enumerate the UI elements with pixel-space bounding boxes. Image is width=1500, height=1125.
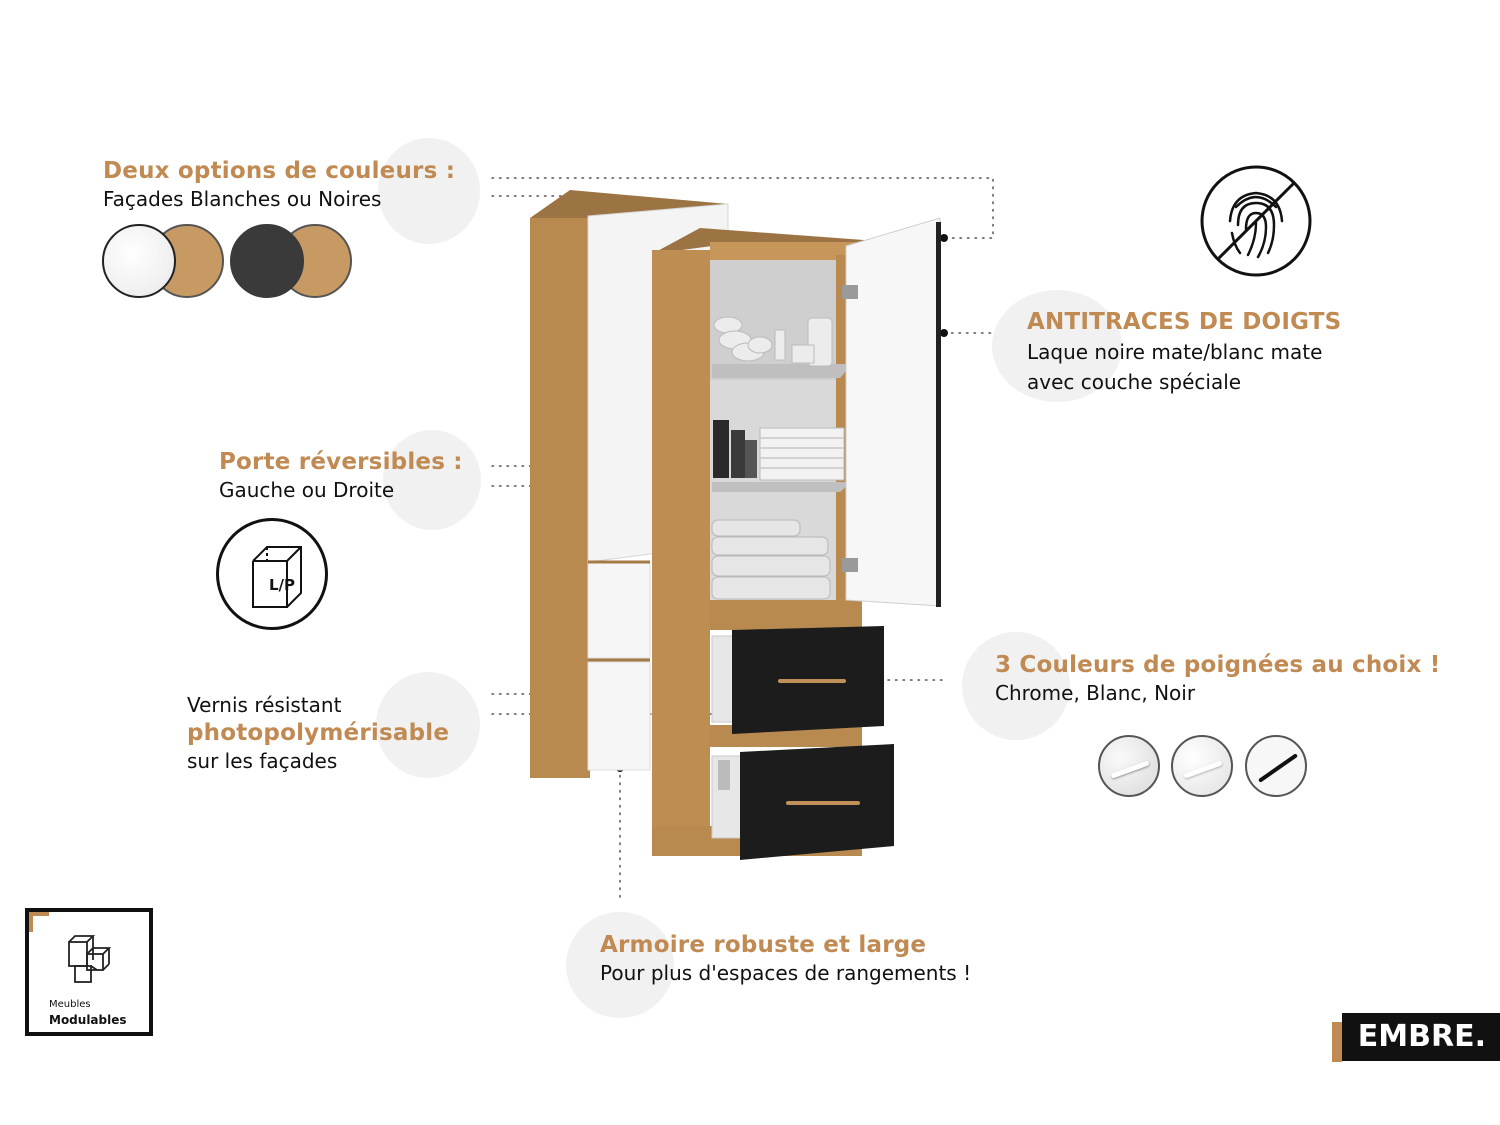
- feature-vernis-highlight: photopolymérisable: [187, 720, 450, 746]
- swatch-white-front: [102, 224, 176, 298]
- badge-corner-v: [29, 912, 33, 932]
- feature-porte-title: Porte réversibles :: [219, 449, 463, 475]
- bg-blob-porte: [383, 430, 481, 530]
- feature-antitraces-title: ANTITRACES DE DOIGTS: [1027, 309, 1342, 335]
- bg-blob-poignees: [962, 632, 1070, 740]
- bg-blob-antitraces: [992, 290, 1122, 402]
- box-icon: [252, 546, 302, 608]
- handle-chrome[interactable]: [1098, 735, 1160, 797]
- feature-armoire-text: Pour plus d'espaces de rangements !: [600, 961, 972, 985]
- handle-chrome-bar: [1110, 760, 1150, 779]
- swatch-black-oak[interactable]: [230, 224, 352, 298]
- feature-antitraces: ANTITRACES DE DOIGTS Laque noire mate/bl…: [1027, 308, 1341, 396]
- handle-white-bar: [1183, 760, 1223, 779]
- feature-porte-text: Gauche ou Droite: [219, 478, 395, 502]
- feature-antitraces-line1: Laque noire mate/blanc mate: [1027, 340, 1323, 364]
- feature-colors-title: Deux options de couleurs :: [103, 158, 456, 184]
- reversible-door-label: L/P: [269, 576, 296, 594]
- modules-icon: [68, 935, 112, 983]
- handle-black[interactable]: [1245, 735, 1307, 797]
- brand-accent: [1332, 1022, 1342, 1062]
- modulable-badge: Meubles Modulables: [25, 908, 153, 1036]
- feature-antitraces-line2: avec couche spéciale: [1027, 370, 1242, 394]
- feature-porte: Porte réversibles : Gauche ou Droite: [219, 448, 463, 504]
- feature-poignees-title: 3 Couleurs de poignées au choix !: [995, 652, 1441, 678]
- feature-poignees: 3 Couleurs de poignées au choix ! Chrome…: [995, 651, 1440, 707]
- handle-black-bar: [1258, 753, 1298, 783]
- swatch-black-front: [230, 224, 304, 298]
- feature-colors-text: Façades Blanches ou Noires: [103, 187, 382, 211]
- feature-vernis-line2: sur les façades: [187, 749, 338, 773]
- badge-corner: [29, 912, 49, 916]
- bg-blob-colors: [378, 138, 480, 244]
- feature-colors: Deux options de couleurs : Façades Blanc…: [103, 157, 455, 213]
- no-fingerprint-icon: [1200, 165, 1312, 277]
- handle-white[interactable]: [1171, 735, 1233, 797]
- feature-armoire-title: Armoire robuste et large: [600, 932, 927, 958]
- brand-logo: EMBRE.: [1342, 1013, 1500, 1061]
- badge-line1: Meubles: [49, 999, 91, 1010]
- feature-armoire: Armoire robuste et large Pour plus d'esp…: [600, 931, 971, 987]
- badge-line2: Modulables: [49, 1013, 127, 1027]
- feature-poignees-text: Chrome, Blanc, Noir: [995, 681, 1196, 705]
- swatch-white-oak[interactable]: [102, 224, 224, 298]
- feature-vernis-line1: Vernis résistant: [187, 693, 342, 717]
- bg-blob-armoire: [566, 912, 674, 1018]
- reversible-door-icon: L/P: [216, 518, 328, 630]
- open-cabinet: [652, 217, 941, 860]
- bg-blob-vernis: [376, 672, 480, 778]
- feature-vernis: Vernis résistant photopolymérisable sur …: [187, 691, 449, 775]
